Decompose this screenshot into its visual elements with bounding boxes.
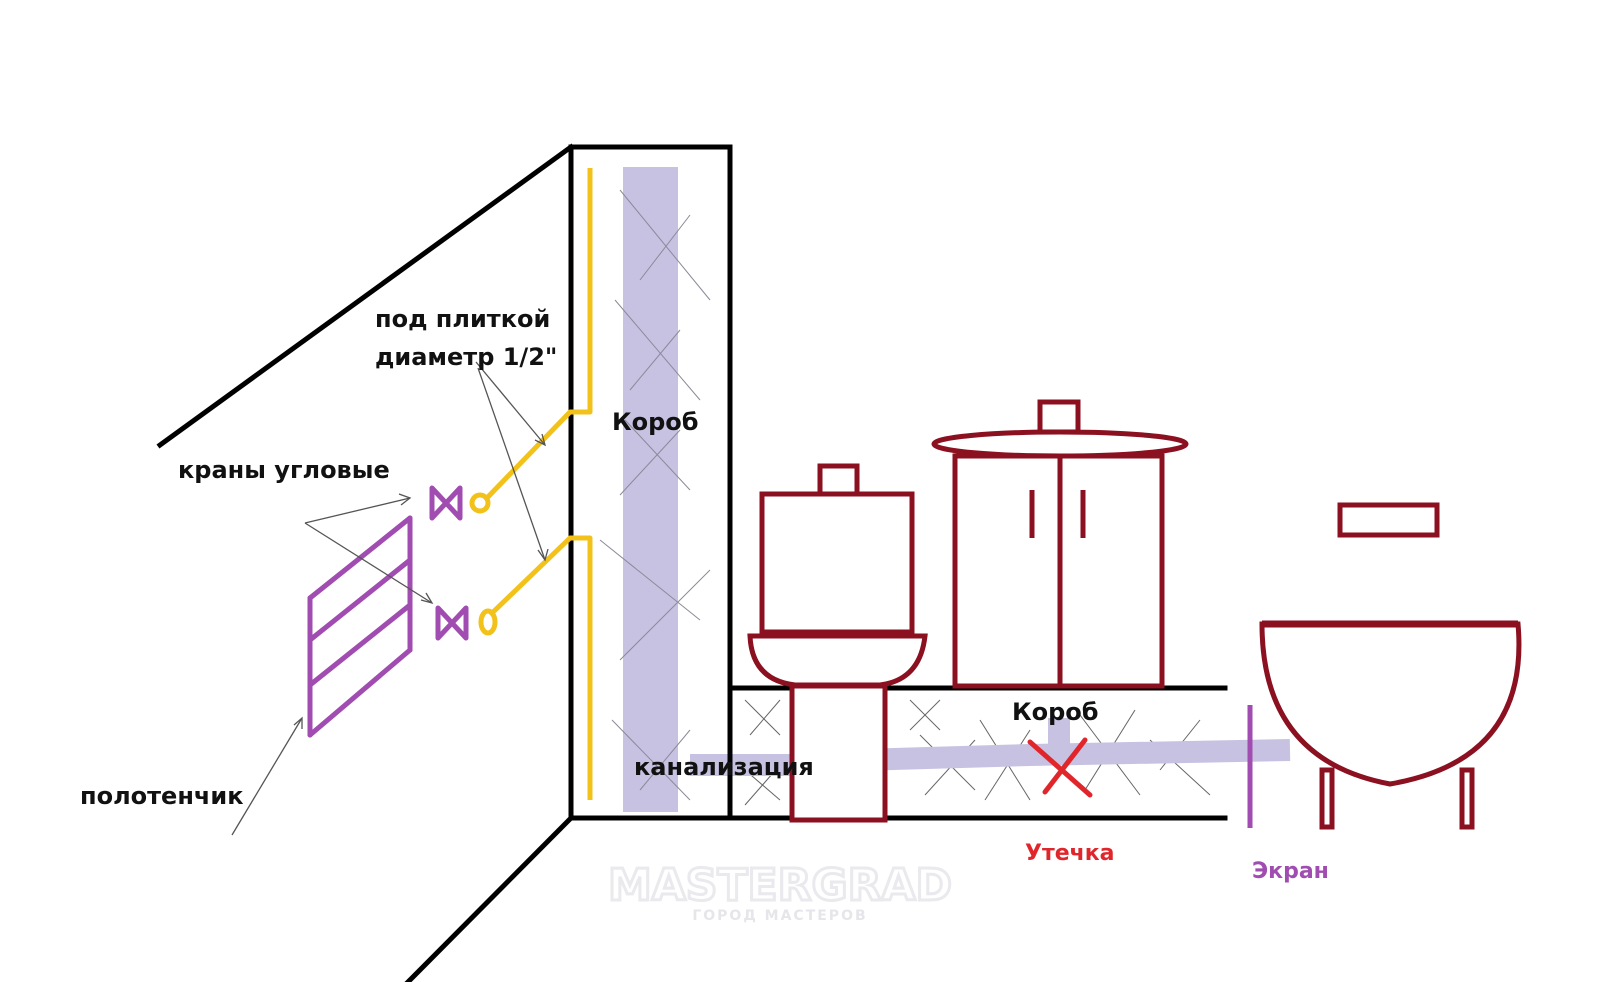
label-under-tile: под плиткой xyxy=(375,305,550,333)
label-leak: Утечка xyxy=(1025,841,1115,866)
label-box-vertical: Короб xyxy=(612,408,699,436)
toilet-tank-button xyxy=(817,463,860,497)
walls xyxy=(156,143,1228,982)
valve-upper-icon xyxy=(429,485,463,521)
vertical-box xyxy=(599,167,711,812)
towel-rail xyxy=(307,515,413,738)
corner-valves xyxy=(429,485,469,641)
label-sewer: канализация xyxy=(634,753,814,781)
water-pipe-upper xyxy=(483,168,593,502)
water-pipe-lower xyxy=(488,535,593,800)
watermark-title: MASTERGRAD xyxy=(608,860,952,911)
toilet-tank xyxy=(759,491,915,635)
watermark: MASTERGRAD ГОРОД МАСТЕРОВ xyxy=(606,859,953,925)
leak-x-icon xyxy=(1027,737,1093,798)
label-corner-valves: краны угловые xyxy=(178,456,390,484)
toilet-base xyxy=(789,683,888,823)
vertical-box-fill xyxy=(623,167,678,812)
valve-lower-icon xyxy=(435,605,469,641)
watermark-subtitle: ГОРОД МАСТЕРОВ xyxy=(692,908,867,924)
tub-bowl xyxy=(1259,621,1522,787)
sink-top xyxy=(931,429,1189,459)
floor-corner-line xyxy=(404,814,575,982)
vertical-box-hatch xyxy=(599,189,711,801)
sink-cabinet xyxy=(931,399,1189,689)
bathtub xyxy=(1259,502,1522,830)
label-box-horizontal: Короб xyxy=(1012,698,1099,726)
water-pipes xyxy=(469,168,593,800)
toilet-bowl xyxy=(747,633,928,688)
tub-leg-right xyxy=(1459,767,1475,830)
label-screen: Экран xyxy=(1252,859,1329,884)
annotation-arrows xyxy=(231,361,549,836)
sewer-riser xyxy=(1048,718,1070,748)
tub-wall-shelf xyxy=(1337,502,1440,538)
label-towel-rail: полотенчик xyxy=(80,782,244,810)
pipe-fitting-lower xyxy=(478,608,498,636)
ceiling-line xyxy=(156,143,575,449)
label-diameter: диаметр 1/2" xyxy=(375,343,557,371)
toilet xyxy=(747,463,928,823)
tub-leg-left xyxy=(1319,767,1335,830)
faucet xyxy=(1037,399,1081,435)
pipe-fitting-upper xyxy=(469,492,491,514)
